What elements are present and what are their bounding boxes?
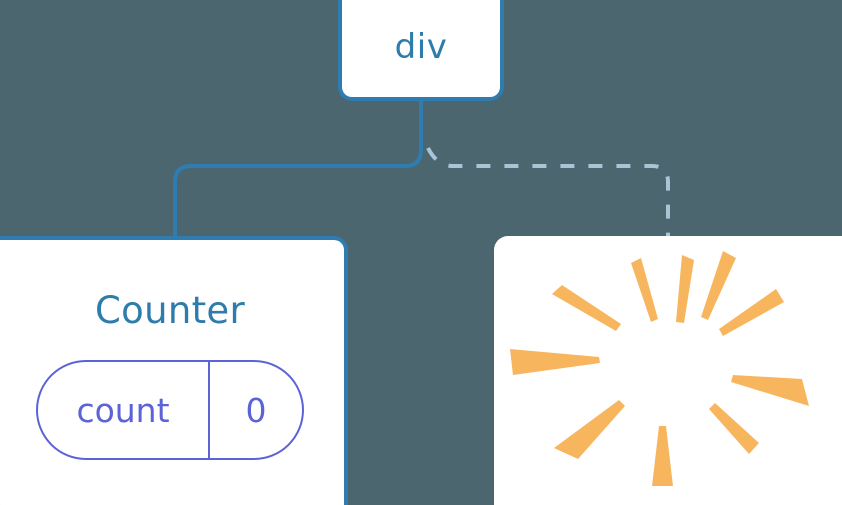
state-pill-value: 0 xyxy=(245,390,267,430)
state-pill-key: count xyxy=(38,362,210,458)
sparkle-ray-5 xyxy=(510,349,600,375)
sparkle-ray-9 xyxy=(652,426,673,486)
connector-root-to-counter xyxy=(173,101,423,238)
sparkle-ray-3 xyxy=(719,289,784,336)
node-div[interactable]: div xyxy=(338,0,504,101)
node-counter-label: Counter xyxy=(95,289,245,332)
sparkle-ray-10 xyxy=(701,251,736,320)
sparkle-ray-1 xyxy=(676,255,694,323)
node-counter[interactable]: Counter count 0 xyxy=(0,236,348,505)
node-div-label: div xyxy=(394,26,448,67)
sparkle-ray-2 xyxy=(631,258,658,322)
node-sparkle[interactable] xyxy=(494,236,842,505)
sparkle-ray-8 xyxy=(709,403,759,454)
sparkle-ray-7 xyxy=(554,400,625,459)
sparkle-ray-6 xyxy=(731,375,809,406)
sparkle-burst-icon xyxy=(510,251,809,486)
sparkle-ray-4 xyxy=(552,285,621,331)
state-pill-count[interactable]: count 0 xyxy=(36,360,304,460)
connector-root-to-sparkle xyxy=(426,147,670,238)
